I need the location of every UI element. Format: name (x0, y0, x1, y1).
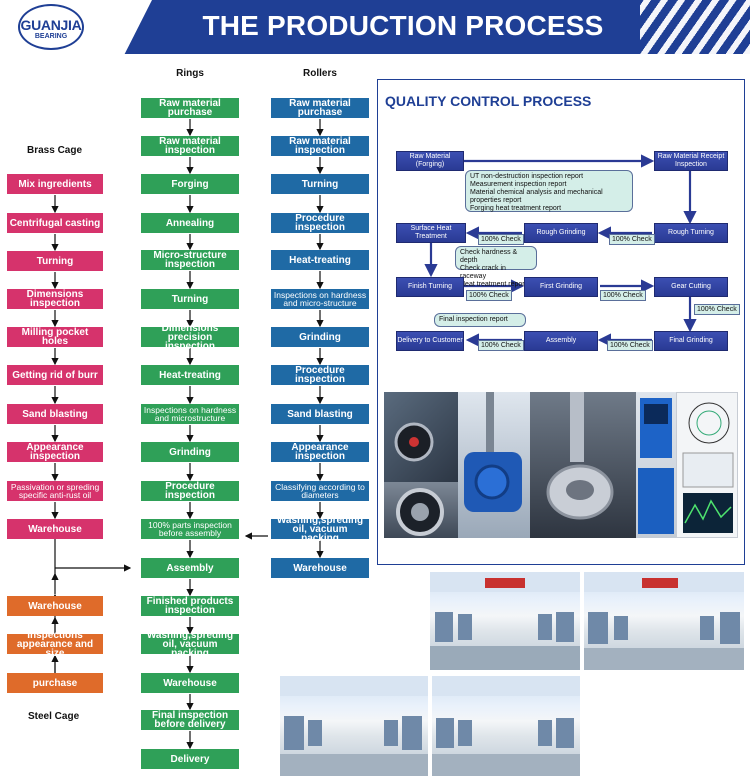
steel-step-inspections-appearance-and-size: Inspections appearance and size (7, 630, 103, 658)
photo-factory-floor (280, 676, 428, 776)
rollers-heading: Rollers (303, 68, 337, 79)
qc-note-final: Final inspection report (434, 313, 526, 327)
rings-step-forging: Forging (141, 174, 239, 194)
qc-node-rough-turning: Rough Turning (654, 223, 728, 243)
brass-step-dimensions-inspection: Dimensions inspection (7, 289, 103, 309)
qc-node-first-grinding: First Grinding (524, 277, 598, 297)
qc-node-gear-cutting: Gear Cutting (654, 277, 728, 297)
rollers-step-warehouse: Warehouse (271, 558, 369, 578)
rollers-step-heat-treating: Heat-treating (271, 250, 369, 270)
company-logo (18, 4, 84, 50)
qc-node-finish-turning: Finish Turning (396, 277, 464, 297)
qc-node-rough-grinding: Rough Grinding (524, 223, 598, 243)
brass-step-getting-rid-of-burr: Getting rid of burr (7, 365, 103, 385)
steel-step-purchase: purchase (7, 673, 103, 693)
rollers-step-procedure-inspection: Procedure inspection (271, 213, 369, 233)
rings-step-annealing: Annealing (141, 213, 239, 233)
qc-check-label: 100% Check (694, 304, 740, 315)
rings-step-delivery: Delivery (141, 749, 239, 769)
rings-step-inspections-on-hardness-and-microstructure: Inspections on hardness and microstructu… (141, 404, 239, 424)
brass-step-milling-pocket-holes: Milling pocket holes (7, 327, 103, 347)
rollers-step-raw-material-inspection: Raw material inspection (271, 136, 369, 156)
qc-check-label: 100% Check (607, 340, 653, 351)
qc-node-assembly: Assembly (524, 331, 598, 351)
rollers-step-washing-spreding-oil-vacuum-packing: Washing,spreding oil, vacuum packing (271, 515, 369, 543)
photo-inspection-machine (384, 392, 458, 482)
rollers-step-procedure-inspection: Procedure inspection (271, 365, 369, 385)
rings-step-washing-spreding-oil-vacuum-packing: Washing,spreding oil, vacuum packing (141, 630, 239, 658)
brass-step-appearance-inspection: Appearance inspection (7, 442, 103, 462)
photo-cnc-chuck (530, 392, 636, 538)
photo-blue-cabinet (636, 392, 676, 538)
photo-factory-floor (584, 572, 744, 670)
rings-step-raw-material-inspection: Raw material inspection (141, 136, 239, 156)
photo-bearing-test (384, 482, 458, 538)
logo-text: GUANJIA (20, 17, 82, 33)
rollers-step-raw-material-purchase: Raw material purchase (271, 98, 369, 118)
rings-step-heat-treating: Heat-treating (141, 365, 239, 385)
rollers-step-grinding: Grinding (271, 327, 369, 347)
photo-factory-floor (432, 676, 580, 776)
qc-check-label: 100% Check (478, 234, 524, 245)
photo-factory-floor (430, 572, 580, 670)
rings-step-final-inspection-before-delivery: Final inspection before delivery (141, 710, 239, 730)
qc-check-label: 100% Check (600, 290, 646, 301)
stripe-decoration (640, 0, 750, 54)
rollers-step-classifying-according-to-diameters: Classifying according to diameters (271, 481, 369, 501)
rings-step-grinding: Grinding (141, 442, 239, 462)
steel-step-warehouse: Warehouse (7, 596, 103, 616)
brass-cage-heading: Brass Cage (27, 145, 83, 156)
qc-check-label: 100% Check (466, 290, 512, 301)
qc-node-surface-heat: Surface Heat Treatment (396, 223, 466, 243)
brass-step-centrifugal-casting: Centrifugal casting (7, 213, 103, 233)
brass-step-warehouse: Warehouse (7, 519, 103, 539)
logo-subtext: BEARING (34, 33, 68, 40)
rollers-step-sand-blasting: Sand blasting (271, 404, 369, 424)
brass-step-passivation-or-spreding-specific-anti-rust-oil: Passivation or spreding specific anti-ru… (7, 481, 103, 501)
brass-step-mix-ingredients: Mix ingredients (7, 174, 103, 194)
rings-step-assembly: Assembly (141, 558, 239, 578)
brass-step-turning: Turning (7, 251, 103, 271)
rings-step-finished-products-inspection: Finished products inspection (141, 596, 239, 616)
qc-title: QUALITY CONTROL PROCESS (385, 93, 592, 109)
rings-step-micro-structure-inspection: Micro-structure inspection (141, 250, 239, 270)
rings-step-turning: Turning (141, 289, 239, 309)
rings-step-dimensions-precision-inspection: Dimensions precision inspection (141, 323, 239, 351)
rings-step-raw-material-purchase: Raw material purchase (141, 98, 239, 118)
qc-node-raw-forging: Raw Material (Forging) (396, 151, 464, 171)
qc-check-label: 100% Check (609, 234, 655, 245)
page-title: THE PRODUCTION PROCESS (202, 10, 604, 41)
steel-cage-heading: Steel Cage (28, 711, 80, 722)
qc-node-final-grinding: Final Grinding (654, 331, 728, 351)
rings-step-warehouse: Warehouse (141, 673, 239, 693)
qc-node-raw-receipt: Raw Material Receipt Inspection (654, 151, 728, 171)
rollers-step-turning: Turning (271, 174, 369, 194)
brass-step-sand-blasting: Sand blasting (7, 404, 103, 424)
photo-analysis-screen (676, 392, 738, 538)
rings-step-100-parts-inspection-before-assembly: 100% parts inspection before assembly (141, 519, 239, 539)
rollers-step-appearance-inspection: Appearance inspection (271, 442, 369, 462)
qc-node-delivery: Delivery to Customer (396, 331, 464, 351)
qc-check-label: 100% Check (478, 340, 524, 351)
rings-heading: Rings (176, 68, 204, 79)
photo-blue-gear-machine (458, 392, 530, 538)
rollers-step-inspections-on-hardness-and-micro-structure: Inspections on hardness and micro-struct… (271, 289, 369, 309)
rings-step-procedure-inspection: Procedure inspection (141, 481, 239, 501)
